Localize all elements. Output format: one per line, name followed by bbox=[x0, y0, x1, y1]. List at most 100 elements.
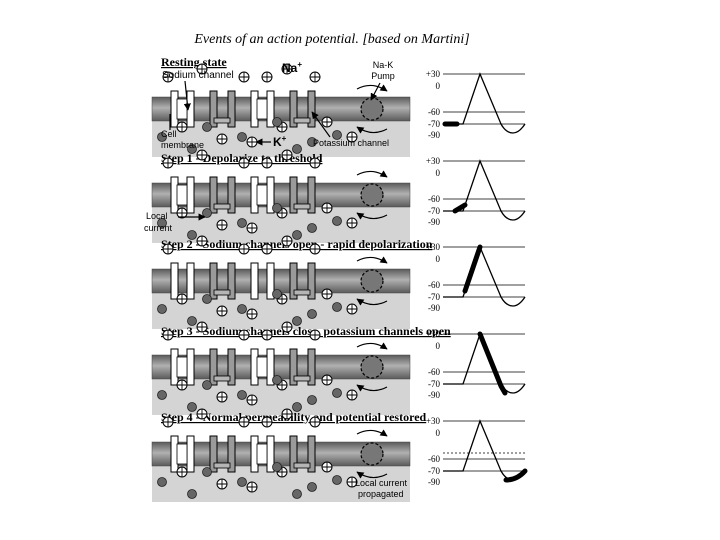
step4-annotations: Local current propagated bbox=[355, 478, 408, 499]
intracellular-anion bbox=[187, 489, 197, 499]
potassium-ion-sign bbox=[277, 122, 287, 132]
cell-membrane-label-line2: membrane bbox=[161, 140, 204, 150]
intracellular-anion bbox=[332, 302, 342, 312]
potassium-channel-base bbox=[293, 203, 311, 210]
cell-membrane-label-line1: Cell bbox=[161, 129, 177, 139]
current-phase-highlight bbox=[462, 244, 483, 294]
current-phase-highlight bbox=[477, 331, 508, 396]
diagram-title: Events of an action potential. [based on… bbox=[193, 32, 469, 47]
potassium-ion-sign bbox=[322, 289, 332, 299]
potassium-channel-gate bbox=[227, 176, 236, 214]
intracellular-anion bbox=[157, 390, 167, 400]
potassium-channel-gate bbox=[307, 176, 316, 214]
potassium-ion-sign bbox=[217, 306, 227, 316]
stage-1: Step 1 - Depolarize to threshold+300-60-… bbox=[151, 149, 526, 243]
sodium-ion-sign bbox=[163, 244, 173, 254]
potassium-channel-gate bbox=[227, 435, 236, 473]
potassium-ion-sign bbox=[277, 208, 287, 218]
sodium-channel-plug bbox=[176, 184, 188, 206]
stage-4: Step 4 - Normal permeability and potenti… bbox=[151, 408, 528, 502]
sodium-channel-gate bbox=[266, 262, 275, 300]
potassium-channel-gate bbox=[209, 262, 218, 300]
action-potential-trace bbox=[443, 245, 526, 307]
sodium-channel-gate bbox=[186, 262, 195, 300]
intracellular-anion bbox=[202, 208, 212, 218]
graph-tick-label: -60 bbox=[428, 194, 440, 204]
graph-tick-label: +30 bbox=[426, 416, 441, 426]
sodium-potassium-pump bbox=[360, 183, 384, 207]
sodium-ion-sign bbox=[282, 64, 292, 74]
sodium-ion-sign bbox=[239, 72, 249, 82]
intracellular-anion bbox=[292, 489, 302, 499]
potassium-ion-sign bbox=[277, 467, 287, 477]
sodium-ion-sign bbox=[310, 244, 320, 254]
graph-tick-label: 0 bbox=[436, 428, 441, 438]
graph-tick-label: -60 bbox=[428, 107, 440, 117]
graph-tick-label: 0 bbox=[436, 254, 441, 264]
na-k-pump-label-line2: Pump bbox=[371, 71, 395, 81]
potassium-channel-gate bbox=[307, 90, 316, 128]
intracellular-anion bbox=[202, 380, 212, 390]
potassium-ion-sign bbox=[247, 309, 257, 319]
pump-arrow-in bbox=[356, 126, 388, 134]
potassium-channel-gate bbox=[209, 348, 218, 386]
sodium-channel-gate bbox=[170, 262, 179, 300]
sodium-ion-sign bbox=[282, 322, 292, 332]
graph-tick-label: -70 bbox=[428, 379, 440, 389]
graph-tick-label: -90 bbox=[428, 390, 440, 400]
intracellular-anion bbox=[187, 230, 197, 240]
potassium-ion-sign bbox=[177, 294, 187, 304]
potassium-channel-base bbox=[293, 462, 311, 469]
intracellular-anion bbox=[237, 304, 247, 314]
graph-tick-label: -70 bbox=[428, 206, 440, 216]
pump-arrow-in bbox=[356, 471, 388, 479]
stage-0: Resting state+300-60-70-90 bbox=[151, 55, 526, 157]
intracellular-anion bbox=[187, 144, 197, 154]
potassium-ion-sign bbox=[347, 477, 357, 487]
graph-tick-label: 0 bbox=[436, 168, 441, 178]
potassium-ion-sign bbox=[322, 117, 332, 127]
potassium-channel-base bbox=[213, 289, 231, 296]
intracellular-anion bbox=[237, 218, 247, 228]
intracellular-anion bbox=[202, 467, 212, 477]
potassium-channel-gate bbox=[289, 348, 298, 386]
potassium-channel-gate bbox=[307, 348, 316, 386]
local-current-label-line1: Local bbox=[146, 211, 168, 221]
intracellular-anion bbox=[157, 477, 167, 487]
sodium-ion-sign bbox=[310, 330, 320, 340]
intracellular-anion bbox=[332, 130, 342, 140]
sodium-channel-pointer bbox=[183, 80, 191, 111]
potassium-ion-sign bbox=[247, 395, 257, 405]
pump-arrow-out bbox=[356, 429, 388, 437]
intracellular-anion bbox=[307, 482, 317, 492]
potassium-channel-base bbox=[293, 117, 311, 124]
action-potential-trace bbox=[443, 159, 526, 221]
sodium-channel-plug bbox=[176, 356, 188, 378]
intracellular-anion bbox=[272, 117, 282, 127]
graph-tick-label: -60 bbox=[428, 367, 440, 377]
sodium-ion-sign bbox=[197, 236, 207, 246]
graph-tick-label: +30 bbox=[426, 242, 441, 252]
intracellular-anion bbox=[272, 203, 282, 213]
potassium-ion-sign bbox=[177, 208, 187, 218]
pump-arrow-in bbox=[356, 212, 388, 220]
potassium-channel-gate bbox=[289, 262, 298, 300]
potassium-channel-pointer bbox=[311, 111, 331, 138]
sodium-channel-plug bbox=[256, 443, 268, 465]
potassium-ion-sign bbox=[217, 479, 227, 489]
intracellular-anion bbox=[292, 144, 302, 154]
intracellular-anion bbox=[202, 122, 212, 132]
sodium-ion-sign bbox=[282, 150, 292, 160]
graph-tick-label: -90 bbox=[428, 303, 440, 313]
potassium-ion-sign bbox=[247, 223, 257, 233]
sodium-channel-plug bbox=[176, 443, 188, 465]
sodium-ion-sign bbox=[197, 150, 207, 160]
intracellular-anion bbox=[237, 132, 247, 142]
stage-2: Step 2 - Sodium channels open - rapid de… bbox=[151, 235, 526, 329]
intracellular-anion bbox=[307, 309, 317, 319]
propagated-label-line2: propagated bbox=[358, 489, 404, 499]
sodium-channel-plug bbox=[256, 184, 268, 206]
potassium-ion-sign bbox=[322, 375, 332, 385]
pump-arrow-in bbox=[356, 298, 388, 306]
sodium-ion-sign bbox=[163, 158, 173, 168]
